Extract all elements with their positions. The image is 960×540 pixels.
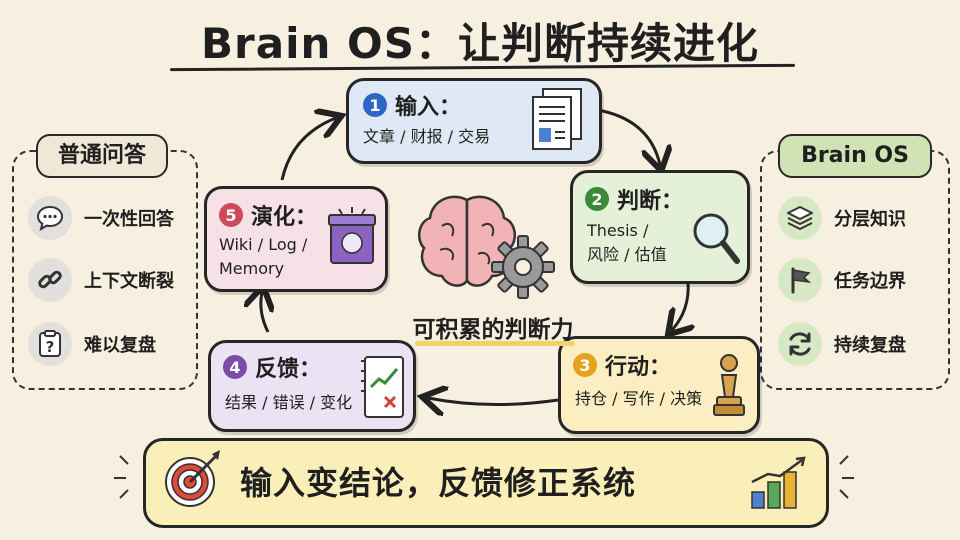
right-item-continuous-review: 持续复盘	[778, 322, 906, 366]
cycle-card-title: 行动：	[605, 355, 672, 380]
cycle-card-feedback: 4 反馈： 结果 / 错误 / 变化	[208, 340, 416, 432]
cycle-card-title: 演化：	[251, 205, 318, 230]
right-item-task-boundary: 任务边界	[778, 258, 906, 302]
documents-icon	[525, 85, 589, 157]
svg-text:?: ?	[46, 338, 55, 356]
cycle-card-title: 反馈：	[255, 357, 322, 382]
arrow-judgment-to-action	[672, 281, 688, 330]
right-panel-title: Brain OS	[778, 134, 932, 178]
magnifier-icon	[689, 209, 743, 273]
step-number-badge: 2	[585, 187, 609, 211]
step-number-badge: 5	[219, 203, 243, 227]
cycle-card-subtitle: Memory	[219, 259, 285, 278]
step-number-badge: 1	[363, 93, 387, 117]
right-item-label: 持续复盘	[834, 335, 906, 356]
question-clipboard-icon: ?	[28, 322, 72, 366]
memory-box-icon	[327, 205, 377, 271]
left-item-one-shot: 一次性回答	[28, 196, 174, 240]
bar-chart-icon	[746, 456, 808, 514]
page-title: Brain OS：让判断持续进化	[201, 19, 759, 68]
arrow-feedback-to-evolution	[261, 292, 268, 333]
gear-icon	[488, 232, 558, 306]
chess-pawn-icon	[711, 351, 747, 425]
right-item-layered-knowledge: 分层知识	[778, 196, 906, 240]
cycle-card-subtitle: 持仓 / 写作 / 决策	[575, 389, 703, 408]
layers-icon	[778, 196, 822, 240]
center-label: 可积累的判断力	[412, 317, 574, 343]
left-item-label: 难以复盘	[84, 335, 156, 356]
refresh-icon	[778, 322, 822, 366]
bottom-banner	[143, 438, 829, 528]
left-item-hard-review: ? 难以复盘	[28, 322, 156, 366]
step-number-badge: 4	[223, 355, 247, 379]
cycle-card-judgment: 2 判断： Thesis / 风险 / 估值	[570, 170, 750, 284]
cycle-card-subtitle: Thesis /	[587, 221, 649, 240]
arrow-action-to-feedback	[428, 398, 559, 405]
left-item-label: 上下文断裂	[84, 271, 174, 292]
left-item-context-break: 上下文断裂	[28, 258, 174, 302]
center-label-underline	[415, 341, 575, 346]
chat-bubble-icon	[28, 196, 72, 240]
arrow-input-to-judgment	[597, 108, 660, 165]
left-item-label: 一次性回答	[84, 209, 174, 230]
cycle-card-subtitle: 文章 / 财报 / 交易	[363, 127, 491, 146]
broken-link-icon	[28, 258, 72, 302]
right-item-label: 任务边界	[834, 271, 906, 292]
arrow-evolution-to-input	[280, 118, 336, 181]
cycle-card-evolution: 5 演化： Wiki / Log / Memory	[204, 186, 388, 292]
sparkle-lines-left	[114, 455, 129, 499]
right-item-label: 分层知识	[834, 209, 906, 230]
cycle-card-title: 输入：	[395, 95, 462, 120]
step-number-badge: 3	[573, 353, 597, 377]
left-panel-title: 普通问答	[36, 134, 168, 178]
sparkle-lines-right	[839, 455, 854, 499]
cycle-card-title: 判断：	[617, 189, 684, 214]
cycle-card-action: 3 行动： 持仓 / 写作 / 决策	[558, 336, 760, 434]
chart-notebook-icon	[359, 353, 407, 425]
flag-icon	[778, 258, 822, 302]
cycle-card-subtitle: 结果 / 错误 / 变化	[225, 393, 353, 412]
cycle-card-subtitle: Wiki / Log /	[219, 235, 308, 254]
cycle-card-input: 1 输入： 文章 / 财报 / 交易	[346, 78, 602, 164]
target-icon	[162, 448, 224, 514]
cycle-card-subtitle: 风险 / 估值	[587, 245, 667, 264]
bottom-banner-text: 输入变结论，反馈修正系统	[240, 464, 637, 502]
